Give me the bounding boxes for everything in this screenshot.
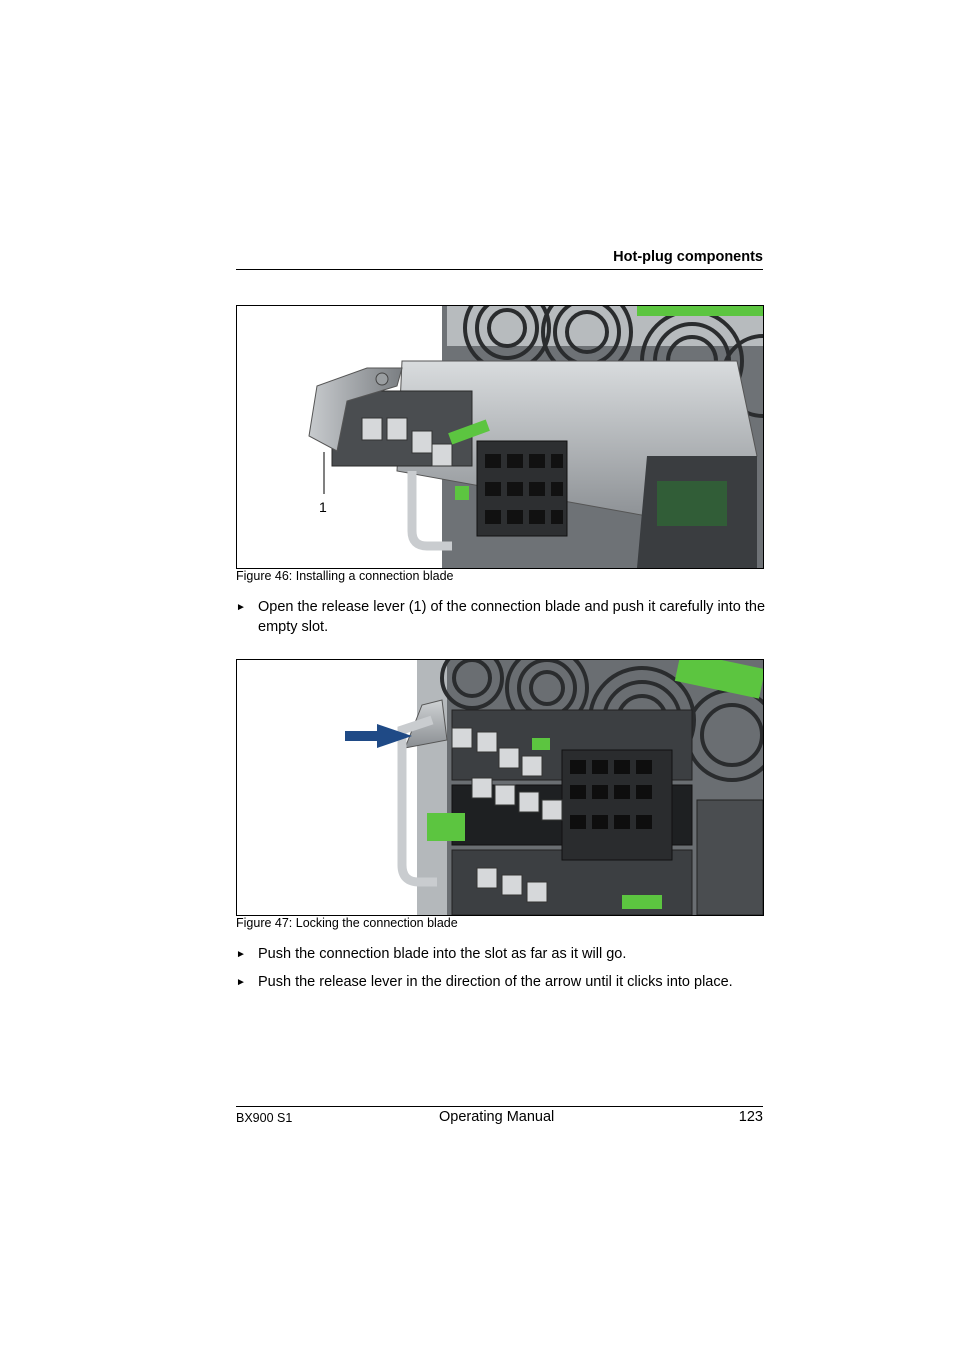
figure-46-caption: Figure 46: Installing a connection blade — [236, 569, 454, 583]
figure-46-image: 1 — [236, 305, 764, 569]
figure-47-caption: Figure 47: Locking the connection blade — [236, 916, 458, 930]
header-rule — [236, 269, 763, 270]
push-arrow-icon — [345, 724, 412, 748]
step-3-text: Push the release lever in the direction … — [258, 974, 733, 990]
bullet-icon: ► — [236, 949, 246, 960]
step-2: ► Push the connection blade into the slo… — [236, 945, 766, 965]
step-1-text: Open the release lever (1) of the connec… — [258, 599, 766, 635]
footer-page-number: 123 — [738, 1109, 763, 1125]
bullet-icon: ► — [236, 602, 246, 613]
footer-rule — [236, 1106, 763, 1107]
figure-47-image — [236, 659, 764, 916]
step-2-text: Push the connection blade into the slot … — [258, 946, 627, 962]
callout-1-label: 1 — [319, 499, 327, 515]
blade-install-illustration: 1 — [308, 306, 763, 568]
footer-title: Operating Manual — [439, 1109, 555, 1125]
step-1: ► Open the release lever (1) of the conn… — [236, 598, 766, 637]
running-header-title: Hot-plug components — [613, 249, 763, 265]
step-3: ► Push the release lever in the directio… — [236, 973, 766, 993]
bullet-icon: ► — [236, 977, 246, 988]
blade-lock-illustration — [345, 660, 763, 915]
footer-product: BX900 S1 — [236, 1111, 293, 1125]
